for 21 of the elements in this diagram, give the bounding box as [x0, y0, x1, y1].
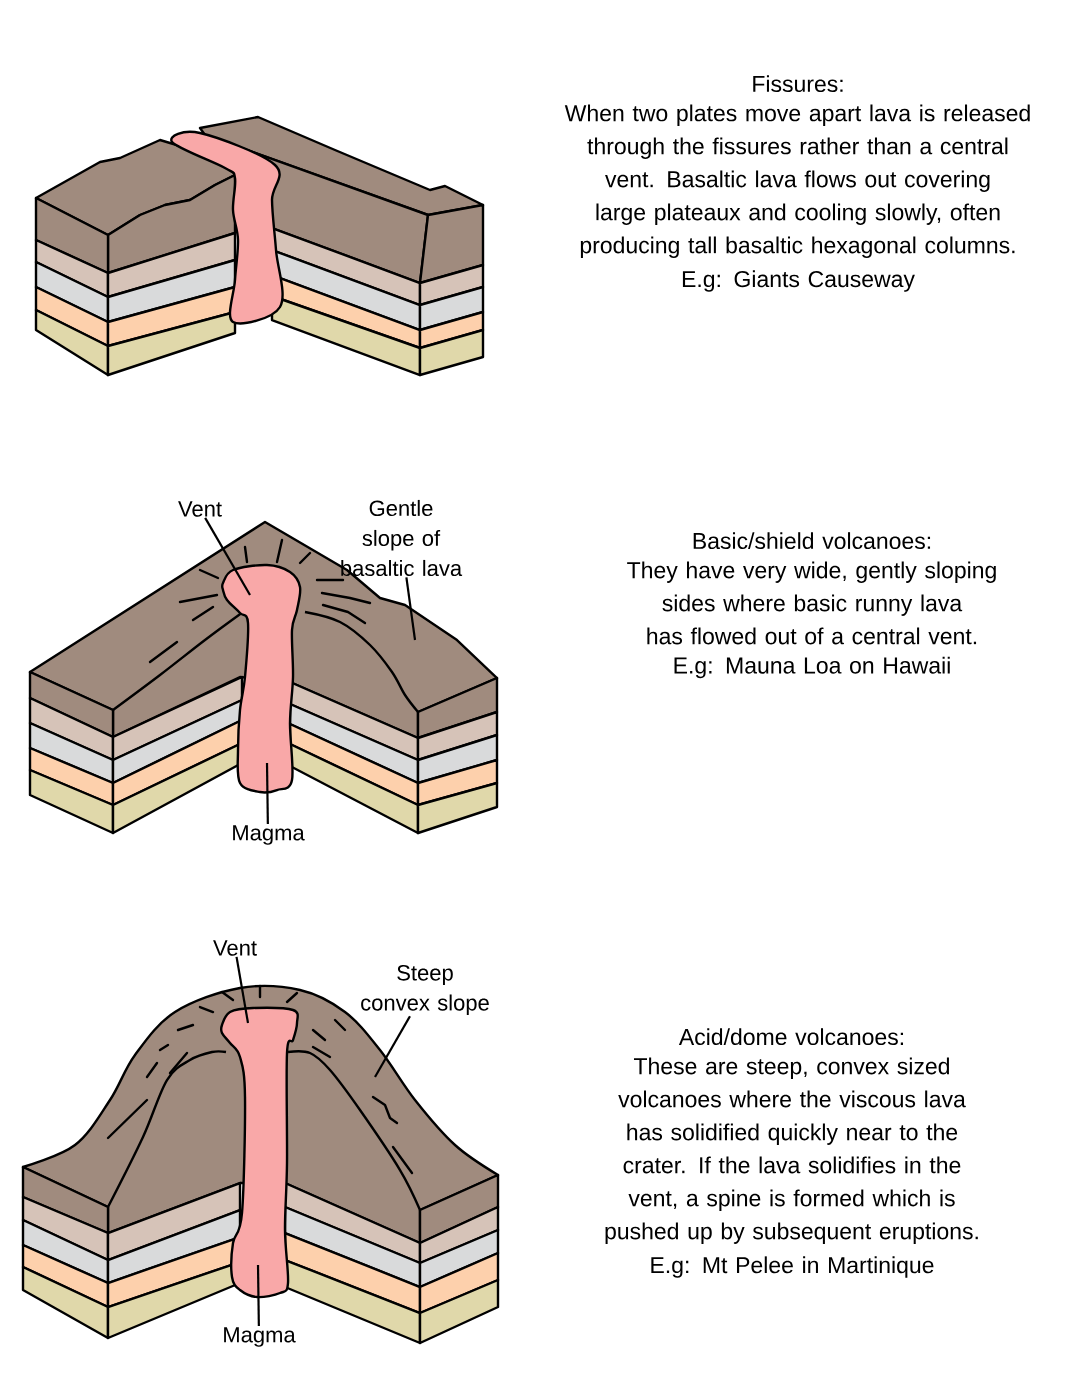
leader-line: [204, 517, 251, 596]
callout-label: Vent: [213, 940, 257, 956]
description-text: They have very wide, gently sloping sides where basic runny lava has flowed out of a central vent.: [627, 561, 996, 645]
callout-label: Magma: [233, 825, 305, 845]
callout-label: Gentle slope of basaltic lava: [341, 499, 463, 577]
leader-line: [256, 1265, 260, 1326]
section-heading: Acid/dome volcanoes:: [678, 1028, 903, 1046]
callout-label: Magma: [224, 1327, 296, 1347]
description-text: These are steep, convex sized volcanoes where the viscous lava has solidified quickly near to the crater. If the lava solidifies in the vent, a spine is formed which is pushed up by subsequent eruptions.: [605, 1057, 978, 1244]
section-heading: Fissures:: [753, 75, 843, 93]
leader-line: [265, 763, 269, 824]
description-text: When two plates move apart lava is released through the fissures rather than a central vent. Basaltic lava flows out covering large plateaux and cooling slowly, often producing tall basaltic hexagonal columns.: [564, 104, 1030, 258]
callout-label: Steep convex slope: [361, 965, 489, 1015]
leader-line: [235, 956, 250, 1024]
example-text: E.g: Giants Causeway: [682, 270, 915, 292]
leader-line: [405, 577, 417, 641]
example-text: E.g: Mt Pelee in Martinique: [651, 1256, 934, 1278]
leader-line: [374, 1015, 411, 1078]
section-heading: Basic/shield volcanoes:: [693, 532, 931, 550]
example-text: E.g: Mauna Loa on Hawaii: [674, 656, 950, 679]
callout-label: Vent: [178, 501, 222, 517]
